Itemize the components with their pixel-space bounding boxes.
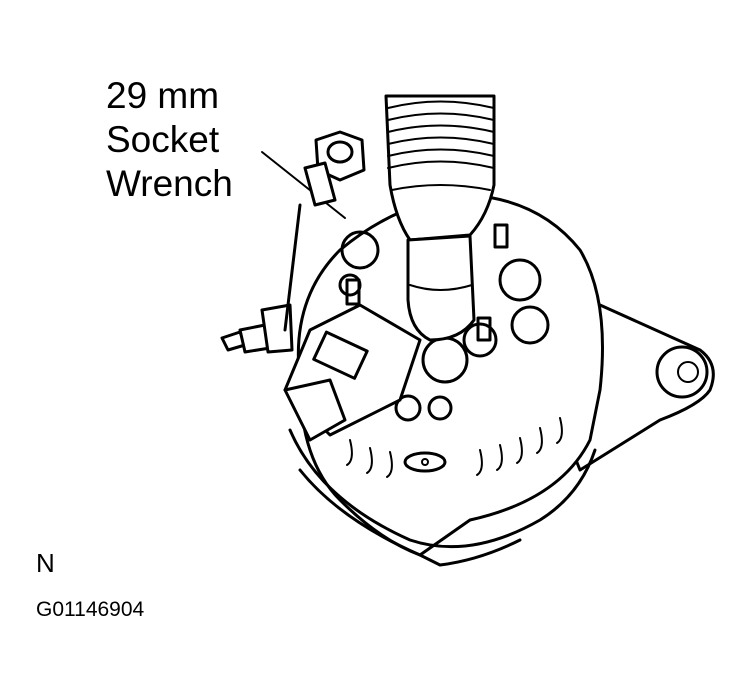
hex-nut <box>283 130 366 332</box>
view-letter: N <box>36 548 55 578</box>
callout-leader-line <box>261 151 346 219</box>
callout-line-1: 29 mm <box>106 75 220 116</box>
callout-line-2: Socket <box>106 119 220 160</box>
socket-wrench <box>384 94 496 342</box>
figure-id: G01146904 <box>36 598 145 621</box>
callout-label: 29 mm Socket Wrench <box>106 74 233 206</box>
connector-plug <box>283 303 422 442</box>
callout-line-3: Wrench <box>106 163 233 204</box>
terminal-stud <box>220 303 294 354</box>
